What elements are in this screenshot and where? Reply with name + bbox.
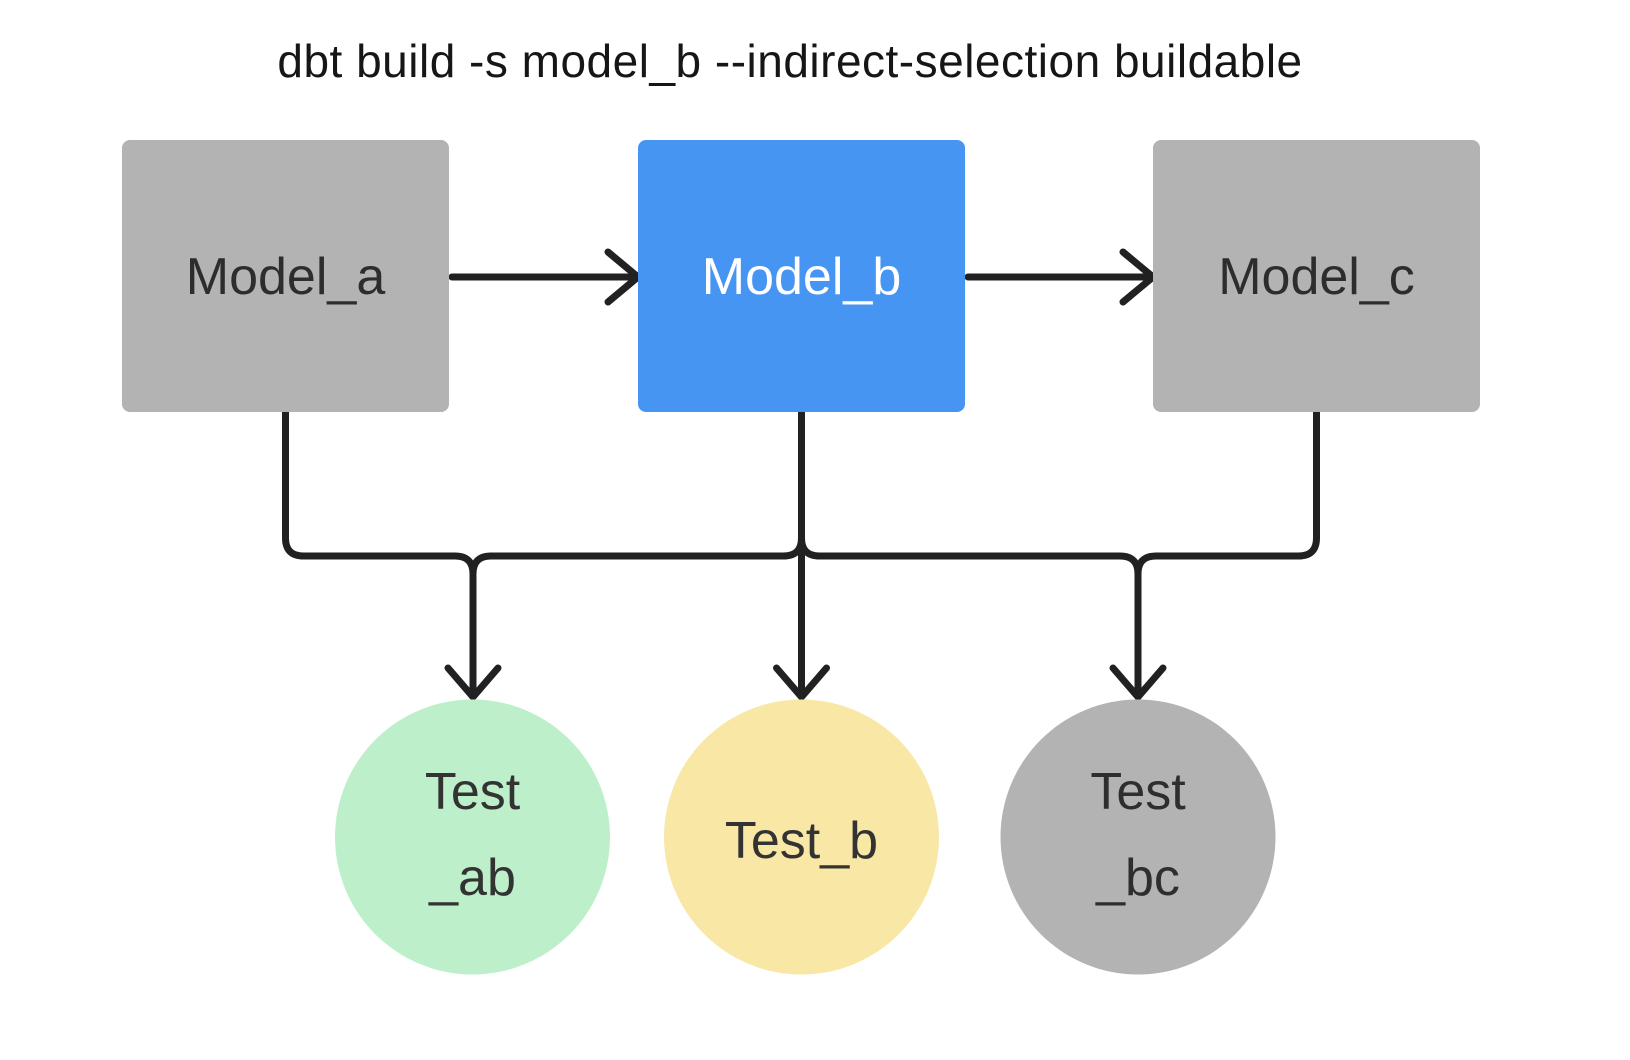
node-model_a: Model_a bbox=[122, 140, 449, 412]
model_b-box bbox=[638, 140, 965, 412]
test_b-label-line1: Test_b bbox=[725, 812, 878, 870]
edge-model_b-test_bc bbox=[798, 408, 1142, 696]
edge-model_a-test_ab bbox=[282, 408, 477, 696]
model_b-label: Model_b bbox=[702, 248, 901, 306]
node-test_ab: Test _ab bbox=[335, 699, 610, 975]
test_ab-label-line2: _ab bbox=[428, 849, 516, 907]
edges bbox=[282, 248, 1320, 701]
test_ab-label-line1: Test bbox=[425, 763, 521, 821]
edge-model_c-test_bc bbox=[1134, 408, 1320, 696]
model_c-label: Model_c bbox=[1218, 248, 1415, 306]
arrowhead-down-test_bc bbox=[1109, 664, 1167, 701]
test_bc-circle bbox=[1000, 699, 1276, 975]
diagram-title: dbt build -s model_b --indirect-selectio… bbox=[277, 35, 1302, 87]
arrowhead-down-test_b bbox=[773, 664, 830, 701]
node-model_b: Model_b bbox=[638, 140, 965, 412]
arrowhead-down-test_ab bbox=[444, 664, 502, 701]
node-test_b: Test_b bbox=[664, 699, 939, 975]
model_a-box bbox=[122, 140, 449, 412]
edge-model_b-test_ab bbox=[469, 408, 805, 696]
test_bc-label-line1: Test bbox=[1090, 763, 1186, 821]
test_bc-label-line2: _bc bbox=[1095, 849, 1180, 907]
node-model_c: Model_c bbox=[1153, 140, 1480, 412]
test_b-circle bbox=[664, 699, 939, 975]
model_c-box bbox=[1153, 140, 1480, 412]
test_ab-circle bbox=[335, 699, 610, 975]
model_a-label: Model_a bbox=[186, 248, 386, 306]
node-test_bc: Test _bc bbox=[1000, 699, 1276, 975]
